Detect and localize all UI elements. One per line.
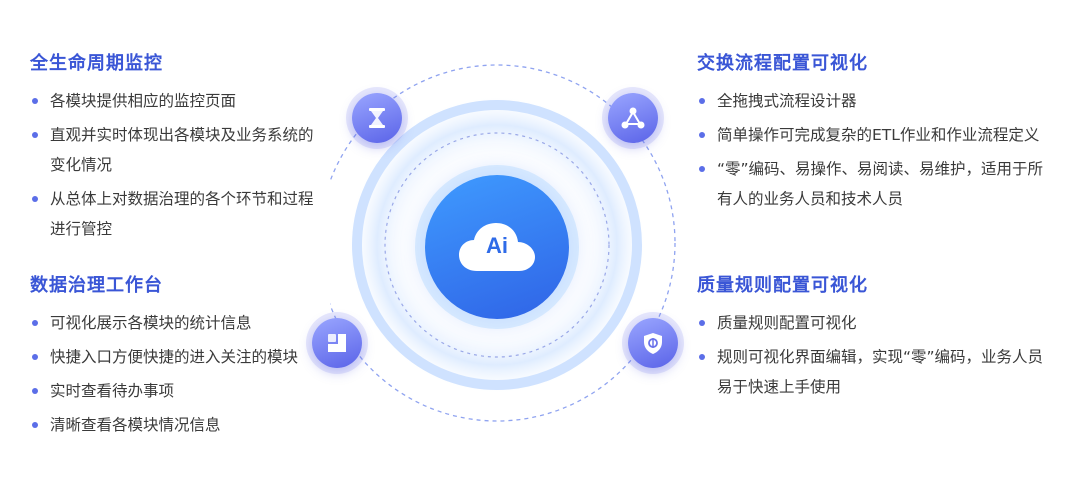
section-title: 数据治理工作台 xyxy=(30,275,163,296)
list-item: 直观并实时体现出各模块及业务系统的变化情况 xyxy=(30,120,320,180)
bullet-list: 质量规则配置可视化 规则可视化界面编辑，实现“零”编码，业务人员易于快速上手使用 xyxy=(697,308,1057,402)
layout-blocks-glyph xyxy=(328,334,346,352)
bullet-dot xyxy=(32,98,38,104)
bullet-dot xyxy=(32,422,38,428)
bullet-dot xyxy=(32,196,38,202)
shield-icon xyxy=(628,318,678,368)
ai-core: Ai xyxy=(425,175,569,319)
list-item: 可视化展示各模块的统计信息 xyxy=(30,308,320,338)
list-item: 全拖拽式流程设计器 xyxy=(697,86,1057,116)
bullet-list: 可视化展示各模块的统计信息 快捷入口方便快捷的进入关注的模块 实时查看待办事项 … xyxy=(30,308,320,440)
layout-blocks-icon xyxy=(312,318,362,368)
list-item-text: 各模块提供相应的监控页面 xyxy=(50,92,237,110)
list-item: 快捷入口方便快捷的进入关注的模块 xyxy=(30,342,320,372)
section-governance-workbench: 数据治理工作台 可视化展示各模块的统计信息 快捷入口方便快捷的进入关注的模块 实… xyxy=(30,274,320,444)
list-item-text: 从总体上对数据治理的各个环节和过程进行管控 xyxy=(50,190,314,238)
list-item-text: 可视化展示各模块的统计信息 xyxy=(50,314,252,332)
share-nodes-glyph xyxy=(621,107,645,129)
shield-glyph xyxy=(644,333,662,354)
bullet-list: 全拖拽式流程设计器 简单操作可完成复杂的ETL作业和作业流程定义 “零”编码、易… xyxy=(697,86,1057,214)
list-item: 规则可视化界面编辑，实现“零”编码，业务人员易于快速上手使用 xyxy=(697,342,1057,402)
section-quality-rule-config: 质量规则配置可视化 质量规则配置可视化 规则可视化界面编辑，实现“零”编码，业务… xyxy=(697,274,1057,406)
section-title: 质量规则配置可视化 xyxy=(697,275,868,296)
bullet-dot xyxy=(32,320,38,326)
list-item: 从总体上对数据治理的各个环节和过程进行管控 xyxy=(30,184,320,244)
hourglass-icon xyxy=(352,93,402,143)
bullet-dot xyxy=(32,388,38,394)
list-item: “零”编码、易操作、易阅读、易维护，适用于所有人的业务人员和技术人员 xyxy=(697,154,1057,214)
inner-dashed-ring xyxy=(384,132,610,358)
section-title: 全生命周期监控 xyxy=(30,53,163,74)
list-item: 实时查看待办事项 xyxy=(30,376,320,406)
bullet-dot xyxy=(699,98,705,104)
share-nodes-icon xyxy=(608,93,658,143)
bullet-dot xyxy=(699,166,705,172)
cloud-icon: Ai xyxy=(459,221,535,273)
list-item: 简单操作可完成复杂的ETL作业和作业流程定义 xyxy=(697,120,1057,150)
light-blue-ring xyxy=(352,100,642,390)
list-item-text: 直观并实时体现出各模块及业务系统的变化情况 xyxy=(50,126,314,174)
section-title: 交换流程配置可视化 xyxy=(697,53,868,74)
bullet-dot xyxy=(699,354,705,360)
ai-label: Ai xyxy=(486,233,508,258)
hourglass-glyph xyxy=(369,108,385,128)
outer-dashed-ring xyxy=(330,64,676,422)
list-item-text: 清晰查看各模块情况信息 xyxy=(50,416,221,434)
section-exchange-flow-config: 交换流程配置可视化 全拖拽式流程设计器 简单操作可完成复杂的ETL作业和作业流程… xyxy=(697,52,1057,218)
bullet-dot xyxy=(699,132,705,138)
list-item-text: 全拖拽式流程设计器 xyxy=(717,92,857,110)
list-item-text: 快捷入口方便快捷的进入关注的模块 xyxy=(50,348,299,366)
list-item: 质量规则配置可视化 xyxy=(697,308,1057,338)
list-item-text: 规则可视化界面编辑，实现“零”编码，业务人员易于快速上手使用 xyxy=(717,348,1044,396)
list-item: 各模块提供相应的监控页面 xyxy=(30,86,320,116)
list-item: 清晰查看各模块情况信息 xyxy=(30,410,320,440)
section-lifecycle-monitoring: 全生命周期监控 各模块提供相应的监控页面 直观并实时体现出各模块及业务系统的变化… xyxy=(30,52,320,248)
bullet-dot xyxy=(32,354,38,360)
list-item-text: 实时查看待办事项 xyxy=(50,382,175,400)
bullet-dot xyxy=(699,320,705,326)
bullet-dot xyxy=(32,132,38,138)
cloud-shape xyxy=(459,223,535,271)
list-item-text: “零”编码、易操作、易阅读、易维护，适用于所有人的业务人员和技术人员 xyxy=(717,160,1044,208)
bullet-list: 各模块提供相应的监控页面 直观并实时体现出各模块及业务系统的变化情况 从总体上对… xyxy=(30,86,320,244)
list-item-text: 质量规则配置可视化 xyxy=(717,314,857,332)
list-item-text: 简单操作可完成复杂的ETL作业和作业流程定义 xyxy=(717,126,1040,144)
